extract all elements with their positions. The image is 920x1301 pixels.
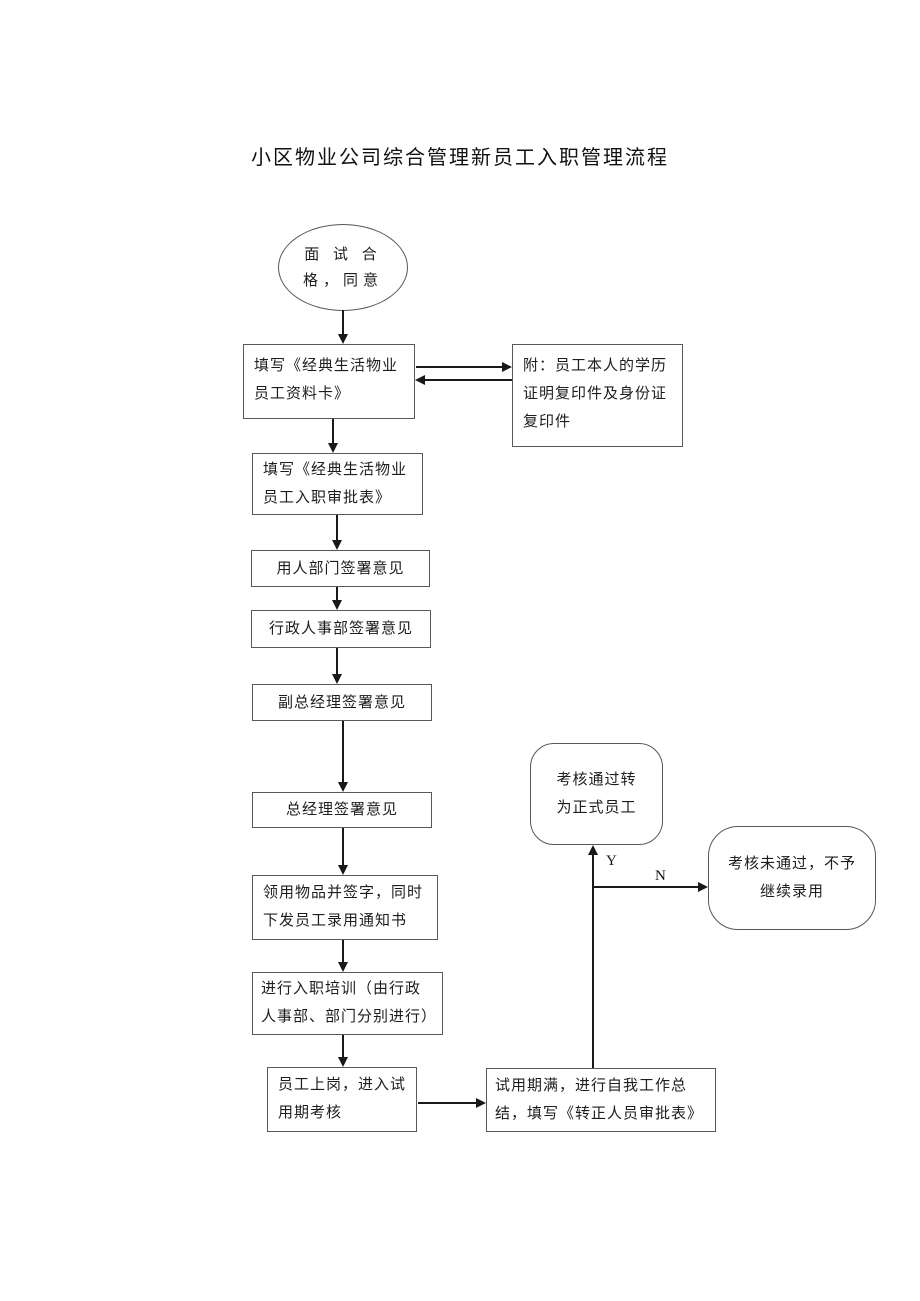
arrow-infocard-to-attachment-head: [502, 362, 512, 372]
arrow-training-to-probation-head: [338, 1057, 348, 1067]
flow-node-start-label: 面 试 合 格，同意: [302, 246, 383, 289]
arrow-hrsign-to-deputygm-line: [336, 648, 338, 676]
branch-label-yes: Y: [606, 853, 617, 869]
flow-node-fail-result-label: 考核未通过，不予 继续录用: [727, 856, 856, 900]
flow-node-fill-info-card: 填写《经典生活物业 员工资料卡》: [243, 344, 415, 419]
arrow-gm-to-items-head: [338, 865, 348, 875]
flow-node-fail-result: 考核未通过，不予 继续录用: [708, 826, 876, 930]
flow-node-training-label: 进行入职培训（由行政 人事部、部门分别进行）: [261, 981, 438, 1025]
arrow-branch-to-fail-line: [593, 886, 699, 888]
arrow-gm-to-items-line: [342, 828, 344, 866]
arrow-items-to-training-line: [342, 940, 344, 963]
flow-node-receive-items: 领用物品并签字，同时 下发员工录用通知书: [252, 875, 438, 940]
arrow-deputygm-to-gm-line: [342, 721, 344, 783]
arrow-probation-to-summary-line: [418, 1102, 477, 1104]
arrow-summary-to-pass-head: [588, 845, 598, 855]
flow-node-start: 面 试 合 格，同意: [278, 224, 408, 311]
arrow-summary-to-pass-line: [592, 854, 594, 1068]
arrow-infocard-to-attachment-line: [416, 366, 504, 368]
flow-node-attachment-note: 附：员工本人的学历 证明复印件及身份证 复印件: [512, 344, 683, 447]
arrow-items-to-training-head: [338, 962, 348, 972]
arrow-probation-to-summary-head: [476, 1098, 486, 1108]
flow-node-fill-approval-form-label: 填写《经典生活物业 员工入职审批表》: [263, 462, 408, 506]
flow-node-fill-approval-form: 填写《经典生活物业 员工入职审批表》: [252, 453, 423, 515]
flow-node-hr-sign: 行政人事部签署意见: [251, 610, 431, 648]
arrow-training-to-probation-line: [342, 1035, 344, 1058]
branch-label-no: N: [655, 868, 666, 884]
flow-node-hr-sign-label: 行政人事部签署意见: [268, 621, 413, 637]
arrow-start-to-infocard-line: [342, 310, 344, 336]
arrow-start-to-infocard-head: [338, 334, 348, 344]
flow-node-training: 进行入职培训（由行政 人事部、部门分别进行）: [252, 972, 443, 1035]
flow-node-deputy-gm-sign: 副总经理签署意见: [252, 684, 432, 721]
arrow-attachment-to-infocard-line: [424, 379, 512, 381]
arrow-deputygm-to-gm-head: [338, 782, 348, 792]
flow-node-attachment-note-label: 附：员工本人的学历 证明复印件及身份证 复印件: [523, 358, 668, 430]
flow-node-gm-sign-label: 总经理签署意见: [285, 802, 398, 818]
flow-node-pass-result-label: 考核通过转 为正式员工: [556, 772, 637, 816]
flow-node-pass-result: 考核通过转 为正式员工: [530, 743, 663, 845]
flow-node-gm-sign: 总经理签署意见: [252, 792, 432, 828]
flow-node-dept-sign: 用人部门签署意见: [251, 550, 430, 587]
arrow-branch-to-fail-head: [698, 882, 708, 892]
arrow-deptsign-to-hrsign-head: [332, 600, 342, 610]
flow-node-probation-end: 试用期满，进行自我工作总 结，填写《转正人员审批表》: [486, 1068, 716, 1132]
arrow-deptsign-to-hrsign-line: [336, 587, 338, 602]
flow-node-probation-label: 员工上岗，进入试 用期考核: [278, 1077, 407, 1121]
flow-node-fill-info-card-label: 填写《经典生活物业 员工资料卡》: [254, 358, 399, 402]
arrow-infocard-to-approval-head: [328, 443, 338, 453]
flow-node-deputy-gm-sign-label: 副总经理签署意见: [277, 694, 406, 711]
flow-node-dept-sign-label: 用人部门签署意见: [276, 560, 405, 577]
arrow-approval-to-deptsign-line: [336, 515, 338, 542]
page-title: 小区物业公司综合管理新员工入职管理流程: [251, 147, 669, 169]
flow-node-probation-end-label: 试用期满，进行自我工作总 结，填写《转正人员审批表》: [495, 1078, 704, 1122]
arrow-infocard-to-approval-line: [332, 419, 334, 445]
arrow-hrsign-to-deputygm-head: [332, 674, 342, 684]
arrow-approval-to-deptsign-head: [332, 540, 342, 550]
flow-node-probation: 员工上岗，进入试 用期考核: [267, 1067, 417, 1132]
flow-node-receive-items-label: 领用物品并签字，同时 下发员工录用通知书: [263, 885, 424, 929]
arrow-attachment-to-infocard-head: [415, 375, 425, 385]
